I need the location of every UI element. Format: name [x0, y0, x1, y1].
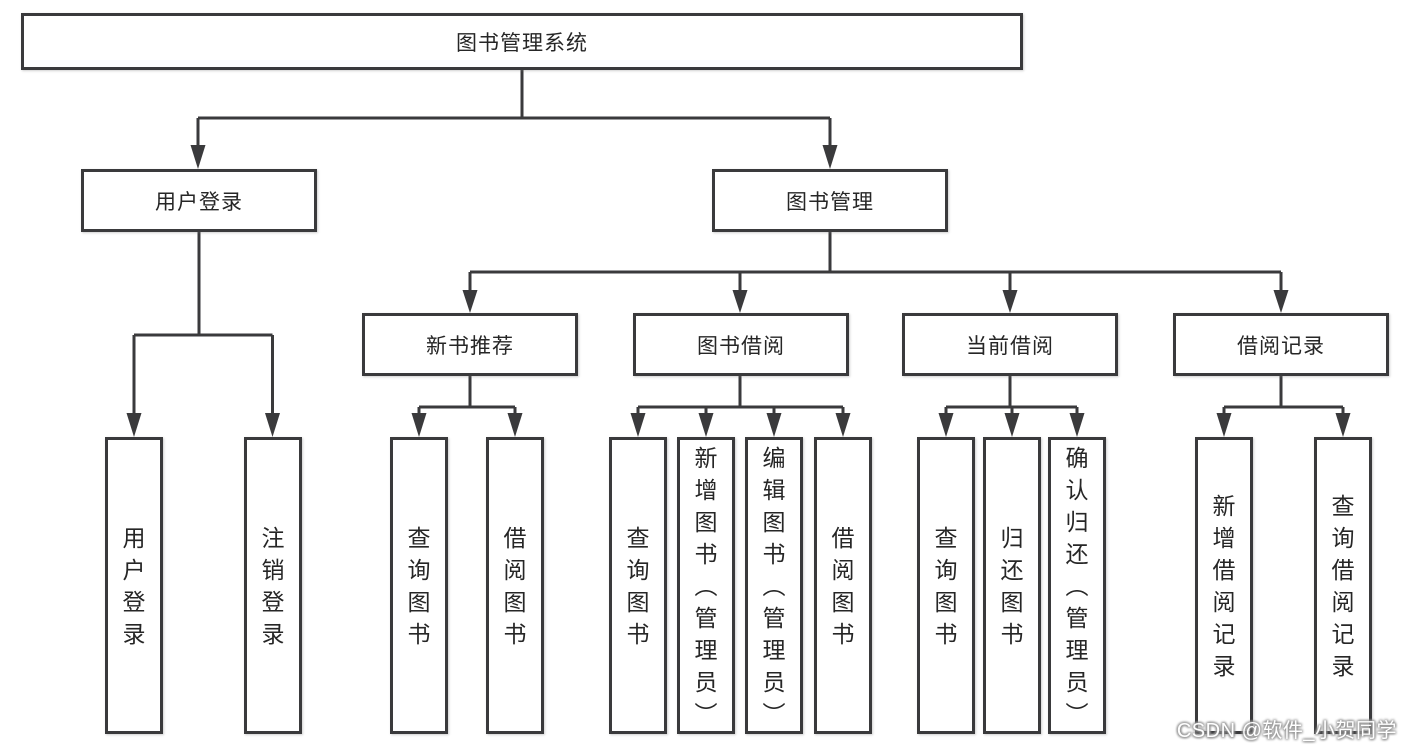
node-current-borrowing-label: 当前借阅: [966, 334, 1054, 358]
leaf-edit-books-admin: 编辑图书︵管理员︶: [745, 437, 803, 734]
leaf-return-books: 归还图书: [983, 437, 1041, 734]
leaf-query-books-2: 查询图书: [609, 437, 667, 734]
leaf-add-books-admin: 新增图书︵管理员︶: [677, 437, 735, 734]
node-book-borrowing: 图书借阅: [633, 313, 849, 376]
leaf-confirm-return-admin: 确认归还︵管理员︶: [1048, 437, 1106, 734]
leaf-query-books-3: 查询图书: [917, 437, 975, 734]
leaf-add-borrow-record: 新增借阅记录: [1195, 437, 1253, 734]
connector-root: [196, 70, 832, 148]
connector-new-book-recommend: [417, 376, 517, 418]
connector-user-login: [132, 232, 274, 417]
node-borrowing-records: 借阅记录: [1173, 313, 1389, 376]
leaf-logout: 注销登录: [244, 437, 302, 734]
node-new-book-recommend: 新书推荐: [362, 313, 578, 376]
watermark: CSDN @软件_小贺同学: [1176, 720, 1397, 742]
node-book-management-label: 图书管理: [786, 190, 874, 214]
leaf-query-borrow-record: 查询借阅记录: [1314, 437, 1372, 734]
arrowheads: [126, 145, 1351, 437]
leaf-borrow-books-2: 借阅图书: [814, 437, 872, 734]
node-current-borrowing: 当前借阅: [902, 313, 1118, 376]
node-root-label: 图书管理系统: [456, 31, 588, 55]
node-user-login-label: 用户登录: [155, 190, 243, 214]
node-borrowing-records-label: 借阅记录: [1237, 334, 1325, 358]
leaf-query-books-1: 查询图书: [390, 437, 448, 734]
node-root: 图书管理系统: [21, 13, 1023, 70]
connector-borrowing-records: [1222, 376, 1345, 418]
node-new-book-recommend-label: 新书推荐: [426, 334, 514, 358]
node-book-management: 图书管理: [712, 169, 948, 232]
node-user-login: 用户登录: [81, 169, 317, 232]
connector-book-management: [468, 232, 1283, 294]
leaf-user-login: 用户登录: [105, 437, 163, 734]
connector-book-borrowing: [636, 376, 845, 418]
connector-current-borrowing: [944, 376, 1079, 418]
leaf-borrow-books-1: 借阅图书: [486, 437, 544, 734]
node-book-borrowing-label: 图书借阅: [697, 334, 785, 358]
